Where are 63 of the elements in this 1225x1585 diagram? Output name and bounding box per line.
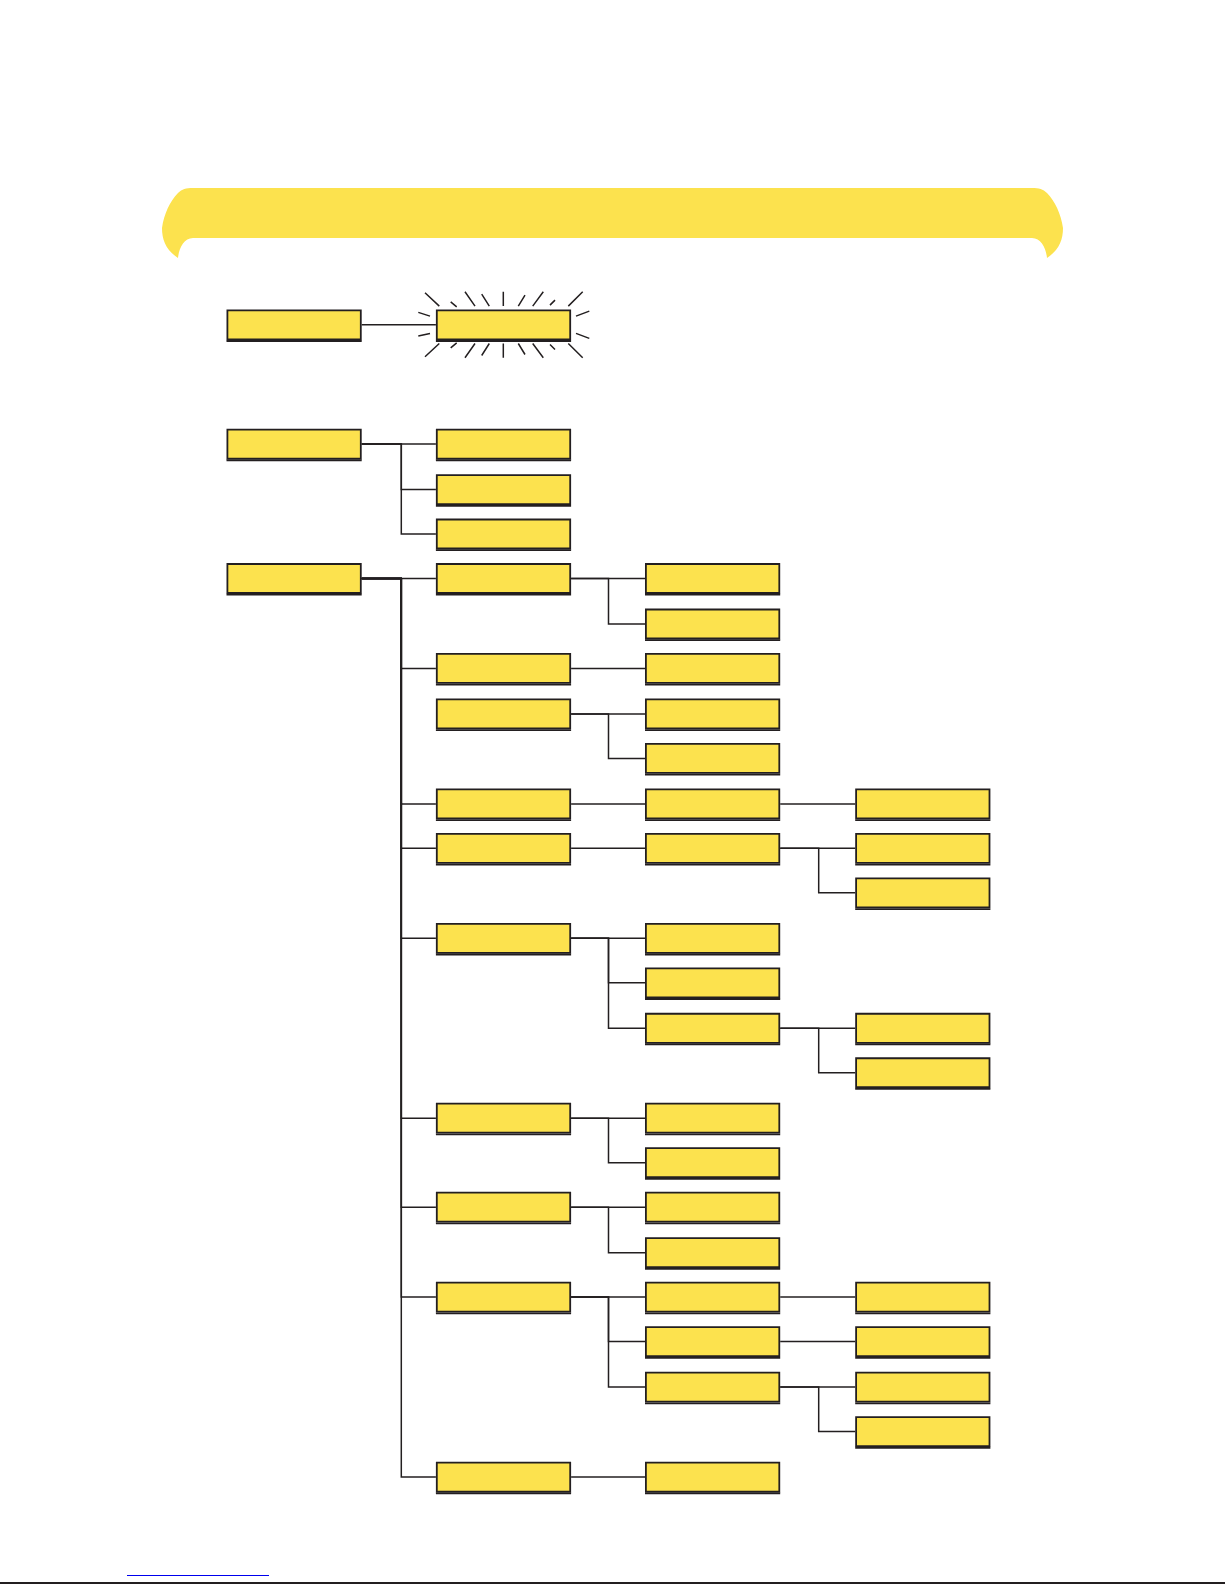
chart-box — [644, 698, 782, 732]
chart-box — [435, 474, 572, 507]
connector-line — [360, 324, 437, 326]
chart-box — [435, 653, 572, 686]
connector-line — [570, 803, 646, 805]
chart-box — [854, 1281, 992, 1315]
connector-line — [570, 667, 646, 670]
chart-box — [644, 1191, 782, 1225]
connector-line — [570, 1296, 646, 1388]
chart-box — [854, 832, 992, 866]
chart-box — [225, 563, 363, 596]
connector-line — [570, 1206, 646, 1254]
chart-box — [644, 967, 782, 1000]
chart-box — [854, 1057, 992, 1090]
chart-box — [644, 922, 782, 956]
chart-box — [435, 309, 572, 342]
connector-line — [570, 937, 646, 1030]
chart-box — [644, 608, 782, 642]
chart-box — [435, 832, 572, 866]
chart-box — [435, 788, 572, 821]
chart-box — [435, 1461, 572, 1495]
chart-box — [854, 1371, 992, 1405]
chart-box — [644, 1237, 782, 1270]
chart-box — [854, 1416, 992, 1449]
connector-line — [570, 577, 646, 625]
chart-box — [225, 428, 363, 462]
chart-box — [644, 653, 782, 686]
chart-box — [644, 563, 782, 596]
connector-line — [779, 1340, 856, 1343]
chart-box — [644, 788, 782, 821]
chart-box — [435, 518, 572, 552]
chart-box — [644, 832, 782, 866]
connector-line — [360, 577, 437, 1478]
chart-box — [644, 1326, 782, 1359]
chart-box — [435, 1281, 572, 1315]
chart-box — [435, 1102, 572, 1136]
chart-box — [644, 1371, 782, 1405]
chart-box — [644, 1102, 782, 1136]
chart-box — [435, 922, 572, 956]
chart-box — [644, 1461, 782, 1495]
chart-box — [644, 1012, 782, 1046]
connector-line — [570, 713, 646, 760]
chart-box — [435, 428, 572, 462]
chart-box — [644, 743, 782, 776]
connector-line — [570, 1117, 646, 1164]
connector-line — [779, 803, 856, 805]
connector-line — [360, 443, 437, 535]
chart-box — [435, 1191, 572, 1225]
chart-box — [854, 1012, 992, 1046]
connector-line — [570, 847, 646, 850]
connector-line — [779, 1027, 856, 1074]
chart-box — [225, 309, 363, 342]
chart-box — [435, 563, 572, 596]
chart-box — [644, 1281, 782, 1315]
connector-line — [779, 847, 856, 894]
connector-line — [779, 1386, 856, 1433]
chart-box — [854, 877, 992, 910]
connector-line — [779, 1296, 856, 1298]
connector-line — [570, 1476, 646, 1478]
chart-box — [644, 1147, 782, 1180]
chart-box — [435, 698, 572, 732]
chart-box — [854, 1326, 992, 1359]
chart-box — [854, 788, 992, 821]
